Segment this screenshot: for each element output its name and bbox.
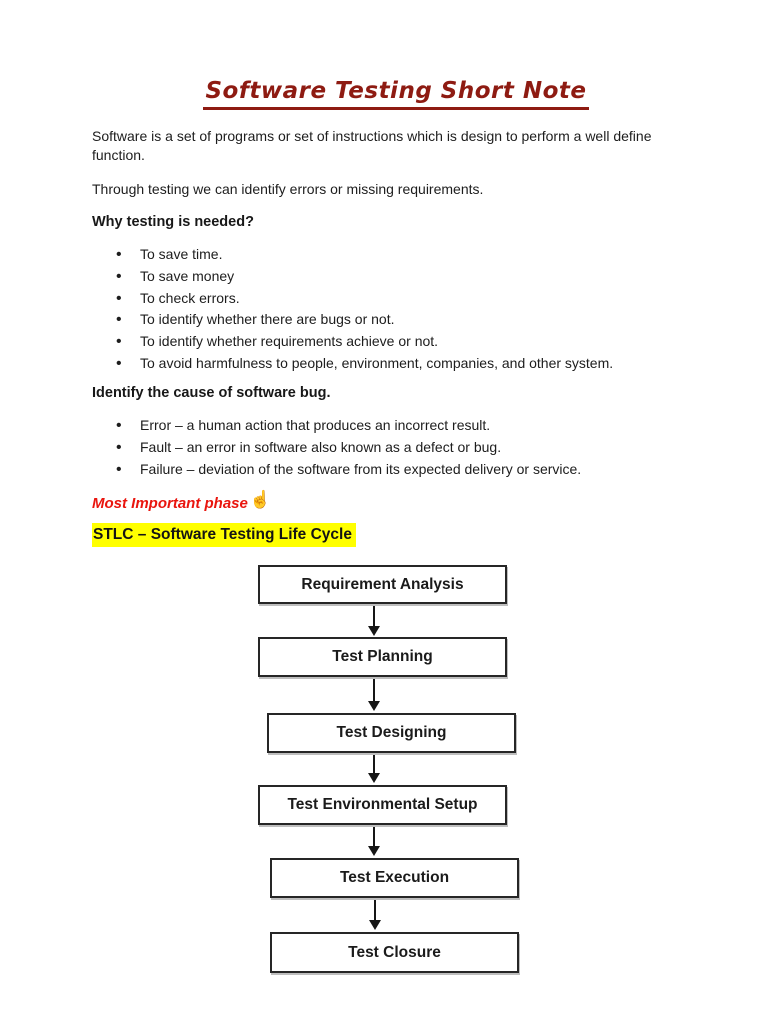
arrow-shaft [372, 827, 375, 846]
list-item: To identify whether requirements achieve… [92, 331, 700, 353]
why-testing-list: To save time. To save money To check err… [92, 244, 700, 374]
arrow-down-icon [367, 827, 380, 856]
flowchart-step-test-designing: Test Designing [267, 713, 516, 753]
arrow-shaft [372, 679, 375, 701]
arrow-shaft [372, 755, 375, 773]
list-item: To save money [92, 266, 700, 288]
stlc-flowchart: Requirement Analysis Test Planning Test … [0, 562, 768, 982]
stlc-heading-row: STLC – Software Testing Life Cycle [92, 523, 700, 548]
flowchart-step-test-closure: Test Closure [270, 932, 519, 973]
pointing-hand-up-icon: ☝ [249, 490, 272, 510]
arrow-head [367, 626, 380, 636]
arrow-head [367, 846, 380, 856]
arrow-head [368, 920, 381, 930]
flowchart-step-test-planning: Test Planning [258, 637, 507, 677]
list-item: Fault – an error in software also known … [92, 437, 700, 459]
arrow-shaft [372, 606, 375, 626]
arrow-down-icon [367, 606, 380, 636]
cause-of-bug-list: Error – a human action that produces an … [92, 415, 700, 480]
page-title-text: Software Testing Short Note [203, 78, 589, 110]
arrow-down-icon [367, 679, 380, 711]
testing-paragraph: Through testing we can identify errors o… [92, 180, 484, 197]
most-important-note-text: Most Important phase [92, 495, 248, 513]
cause-of-bug-heading: Identify the cause of software bug. [92, 385, 331, 402]
flowchart-step-requirement-analysis: Requirement Analysis [258, 565, 507, 604]
page-title: Software Testing Short Note [92, 78, 700, 110]
arrow-head [367, 773, 380, 783]
intro-paragraph: Software is a set of programs or set of … [92, 127, 652, 164]
arrow-shaft [373, 900, 376, 920]
list-item: To identify whether there are bugs or no… [92, 309, 700, 331]
arrow-head [367, 701, 380, 711]
list-item: To check errors. [92, 288, 700, 310]
document-content: Software Testing Short Note Software is … [92, 0, 700, 548]
most-important-note: Most Important phase☝ [92, 490, 700, 514]
arrow-down-icon [368, 900, 381, 930]
list-item: To save time. [92, 244, 700, 266]
stlc-heading: STLC – Software Testing Life Cycle [92, 523, 356, 548]
arrow-down-icon [367, 755, 380, 783]
list-item: To avoid harmfulness to people, environm… [92, 353, 700, 375]
why-testing-heading: Why testing is needed? [92, 214, 254, 231]
list-item: Failure – deviation of the software from… [92, 459, 700, 481]
list-item: Error – a human action that produces an … [92, 415, 700, 437]
flowchart-step-test-execution: Test Execution [270, 858, 519, 898]
flowchart-step-test-environmental-setup: Test Environmental Setup [258, 785, 507, 825]
